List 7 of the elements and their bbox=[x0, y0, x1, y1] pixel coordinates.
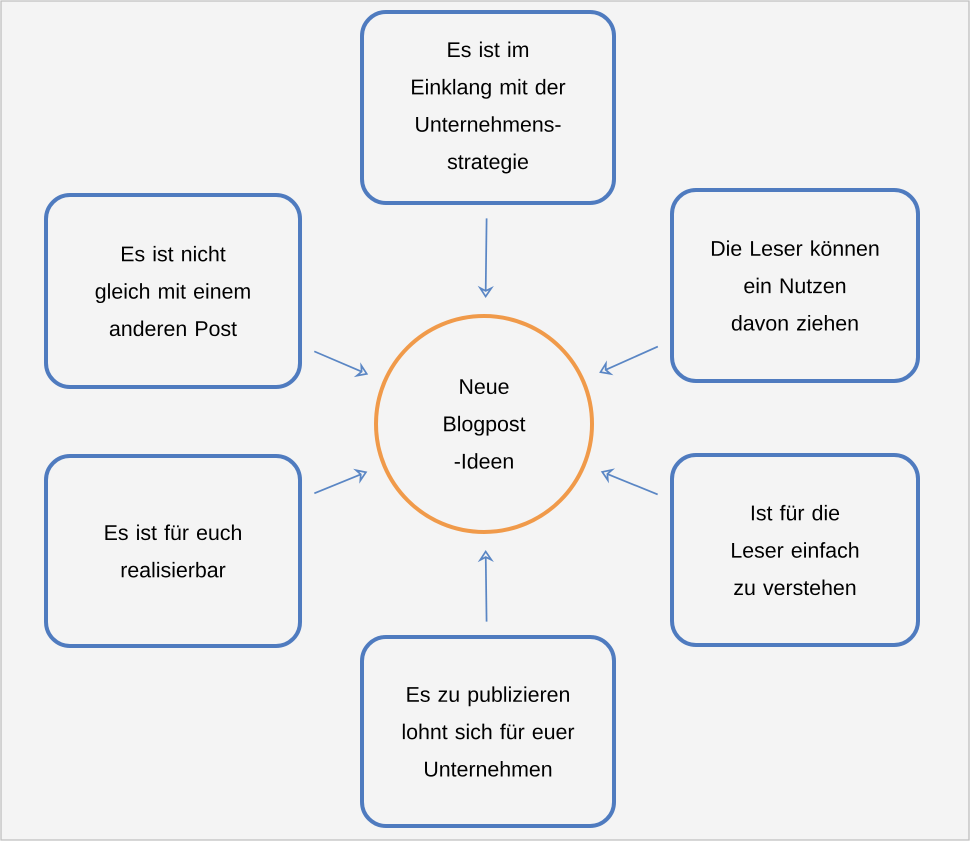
rounded-box: Die Leser können ein Nutzen davon ziehen bbox=[670, 188, 920, 383]
rounded-box: Es ist im Einklang mit der Unternehmens-strategie bbox=[360, 10, 616, 205]
circle-node: Neue Blogpost -Ideen bbox=[374, 314, 594, 534]
rounded-box: Es ist für euch realisierbar bbox=[44, 454, 302, 648]
rounded-box: Ist für die Leser einfach zu verstehen bbox=[670, 453, 920, 647]
rounded-box: Es zu publizieren lohnt sich für euer Unternehmen bbox=[360, 635, 616, 828]
rounded-box: Es ist nicht gleich mit einem anderen Post bbox=[44, 193, 302, 389]
